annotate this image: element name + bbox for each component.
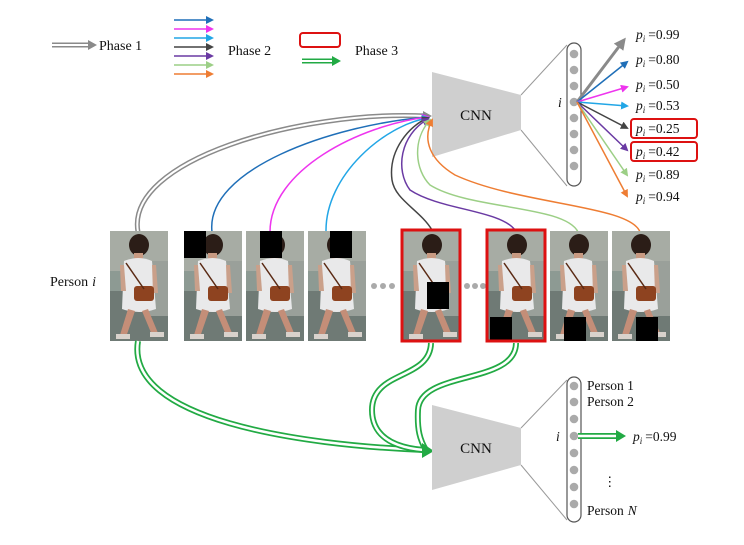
phase3-legend-box (299, 32, 341, 48)
top-cnn-label: CNN (460, 108, 492, 124)
phase2-label: Phase 2 (228, 44, 271, 59)
person-image-original (109, 230, 169, 342)
output-prob-8: pi=0.94 (635, 189, 680, 206)
phase3-arrows (134, 340, 519, 458)
output-prob-6: pi=0.42 (635, 144, 680, 161)
person-image-occluded-6 (549, 230, 609, 342)
output-prob-1: pi=0.99 (635, 27, 680, 44)
bottom-projection-line (520, 379, 568, 429)
top-node-label: i (558, 95, 562, 110)
vertical-ellipsis: ⋮ (603, 474, 617, 489)
phase-arrows-to-cnn (134, 111, 641, 233)
top-cnn-block (432, 72, 521, 157)
person-1-label: Person 1 (587, 378, 634, 393)
bottom-feature-nodes (569, 381, 579, 509)
top-output-labels: pi=0.99 pi=0.80 pi=0.50 pi=0.53 pi=0.25 … (635, 27, 680, 206)
output-prob-3: pi=0.50 (635, 77, 680, 94)
bottom-projection-line (520, 464, 568, 521)
phase1-arrow-curve (134, 111, 432, 233)
top-output-arrows (575, 37, 629, 198)
bottom-cnn-label: CNN (460, 441, 492, 457)
output-prob-4: pi=0.53 (635, 98, 680, 115)
output-prob-7: pi=0.89 (635, 167, 680, 184)
highlight-box-025 (630, 118, 698, 139)
bottom-output-arrow (578, 430, 626, 442)
output-prob-5: pi=0.25 (635, 121, 680, 138)
top-projection-line (520, 44, 568, 96)
person-image-occluded-2 (245, 230, 305, 342)
person-image-occluded-3 (307, 230, 367, 342)
bottom-node-label: i (556, 429, 560, 444)
phase3-label: Phase 3 (355, 44, 398, 59)
top-network: CNN i pi=0.99 pi=0.80 pi=0.50 (432, 27, 698, 206)
highlight-box-042 (630, 141, 698, 162)
top-feature-nodes (569, 49, 579, 171)
ellipsis-dots-left (371, 283, 395, 289)
person-image-occluded-4 (402, 230, 462, 342)
phase2-legend-arrows (174, 16, 214, 78)
bottom-network: CNN i pi=0.99 Person 1 Person 2 ⋮ Person… (432, 376, 677, 523)
phase1-legend-arrow (52, 40, 97, 50)
person-2-label: Person 2 (587, 394, 634, 409)
phase1-label: Phase 1 (99, 39, 142, 54)
highlight-frame-image-5 (485, 228, 547, 343)
top-projection-line (520, 129, 568, 187)
person-image-occluded-1 (183, 230, 243, 342)
phase3-legend-arrow (302, 56, 341, 66)
ellipsis-dots-right (464, 283, 486, 289)
legend: Phase 1 Phase 2 Phase 3 (52, 16, 398, 78)
output-prob-2: pi=0.80 (635, 52, 680, 69)
person-image-occluded-7 (611, 230, 671, 342)
bottom-cnn-block (432, 405, 521, 490)
highlight-frame-image-4 (400, 228, 462, 343)
person-image-occluded-5 (487, 230, 547, 342)
bottom-output-prob: pi=0.99 (632, 429, 677, 446)
